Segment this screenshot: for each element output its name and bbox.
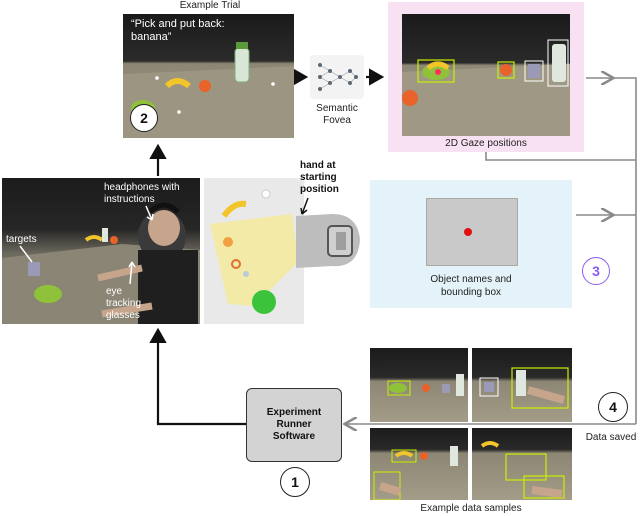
label-headphones-2: instructions [104, 194, 155, 205]
trial-instruction: “Pick and put back: banana” [131, 18, 225, 43]
banana-target-icon [221, 200, 247, 218]
sample-1 [370, 348, 468, 422]
gaze-image [402, 14, 570, 136]
arrow-runner-to-setup [149, 327, 246, 426]
samples-caption: Example data samples [420, 503, 522, 514]
label-eye-1: eye [106, 286, 123, 297]
hand-start-label-3: position [300, 184, 339, 195]
banana-shape [164, 78, 191, 89]
step-4-badge: 4 [598, 392, 628, 422]
step-3-badge: 3 [582, 257, 610, 285]
gaze-point [435, 69, 441, 75]
example-trial-image: “Pick and put back: banana” [123, 14, 294, 138]
hand-start-pointer [300, 197, 309, 215]
experiment-runner-box: Experiment Runner Software [246, 388, 342, 462]
gaze-bracket [485, 152, 636, 161]
orange-shape [199, 80, 211, 92]
bbox-melon [417, 59, 455, 83]
hand-start-icon [296, 214, 360, 268]
label-targets: targets [6, 234, 37, 245]
melon-target-icon [252, 290, 276, 314]
runner-line-1: Experiment [266, 407, 322, 418]
hand-start-diagram [204, 178, 304, 324]
object-caption-2: bounding box [440, 287, 502, 298]
example-trial-title: Example Trial [179, 0, 241, 11]
semantic-fovea-label-2: Fovea [323, 115, 351, 126]
sample-2 [472, 348, 572, 422]
target-dot [464, 228, 472, 236]
step-1-badge: 1 [280, 467, 310, 497]
object-caption-1: Object names and [430, 274, 512, 285]
object-panel: Object names and bounding box [370, 180, 572, 308]
collector-line [612, 77, 637, 424]
hand-start-label-1: hand at [300, 160, 336, 171]
bottle-shape [234, 47, 250, 83]
label-eye-3: glasses [106, 310, 140, 321]
reach-area [210, 214, 298, 306]
semantic-fovea-label-1: Semantic [316, 103, 358, 114]
setup-pointer-arrows [19, 205, 154, 285]
bbox-example [426, 198, 518, 266]
label-eye-2: tracking [106, 298, 142, 309]
gaze-caption: 2D Gaze positions [445, 138, 527, 149]
runner-line-3: Software [272, 431, 316, 442]
label-headphones-1: headphones with [104, 182, 180, 193]
runner-line-2: Runner [276, 419, 312, 430]
trial-scene [123, 42, 294, 138]
sample-3 [370, 428, 468, 500]
step-2-badge: 2 [130, 104, 158, 132]
semantic-fovea-icon [310, 55, 364, 99]
hand-start-label-2: starting [300, 172, 337, 183]
data-saved-label: Data saved [585, 432, 637, 443]
sample-4 [472, 428, 572, 500]
gaze-panel: 2D Gaze positions [388, 2, 584, 152]
setup-photo: headphones with instructions targets eye… [2, 178, 200, 324]
